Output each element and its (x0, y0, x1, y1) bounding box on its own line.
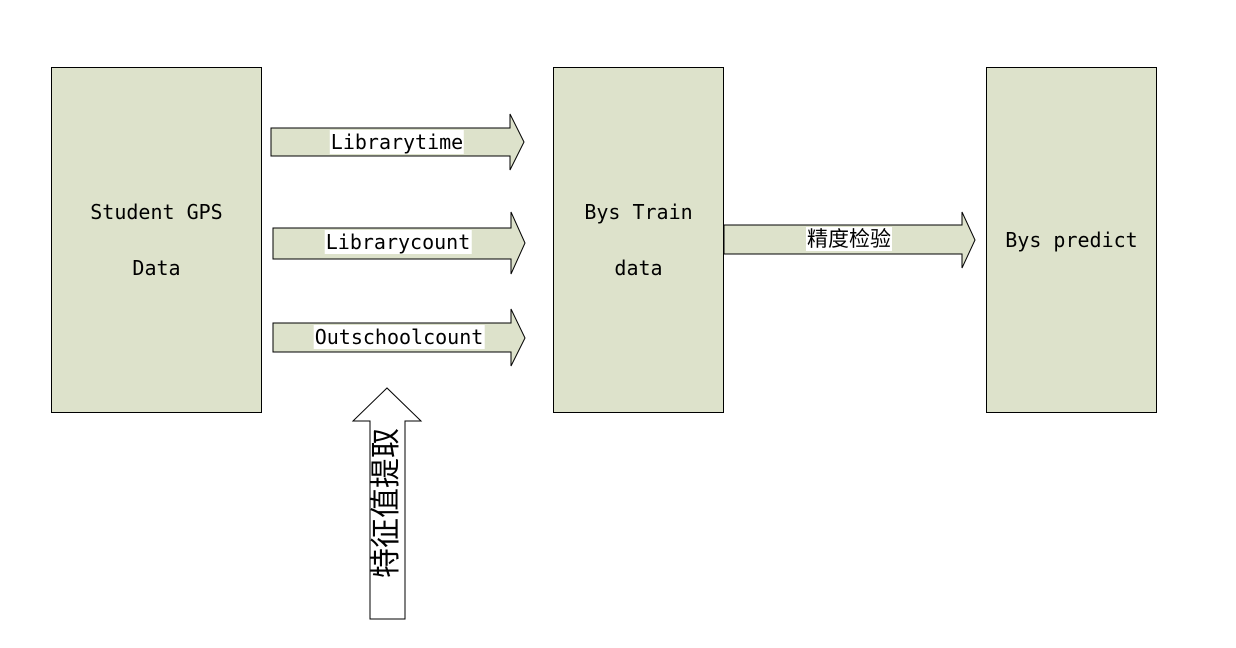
bys-predict-label: Bys predict (1005, 198, 1137, 282)
bys-predict-line1: Bys predict (1005, 228, 1138, 252)
accuracy-check-label: 精度检验 (806, 227, 892, 251)
student-gps-data-line2: Data (132, 256, 181, 280)
feature-extraction-label: 特征值提取 (369, 428, 404, 578)
feature-extraction-arrow (351, 387, 423, 620)
librarycount-label: Librarycount (324, 230, 472, 254)
student-gps-data-label: Student GPS Data (90, 170, 222, 310)
student-gps-data-line1: Student GPS (90, 200, 223, 224)
student-gps-data-box: Student GPS Data (51, 67, 262, 413)
bys-train-data-line2: data (614, 256, 663, 280)
bys-train-data-label: Bys Train data (584, 170, 692, 310)
bys-predict-box: Bys predict (986, 67, 1157, 413)
librarytime-label: Librarytime (329, 130, 465, 154)
outschoolcount-label: Outschoolcount (313, 325, 485, 349)
bys-train-data-line1: Bys Train (584, 200, 693, 224)
bys-train-data-box: Bys Train data (553, 67, 724, 413)
